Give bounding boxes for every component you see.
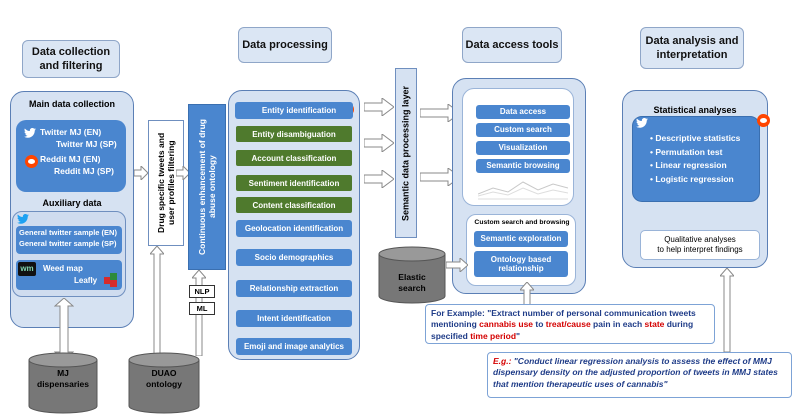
leafly-logo <box>104 273 118 287</box>
duao-ontology-label: DUAO ontology <box>146 368 182 389</box>
example2-lead: E.g.: <box>493 356 514 366</box>
mj-dispensaries-label: MJ dispensaries <box>37 368 89 389</box>
ontology-enhancement-box: Continuous enhancement of drug abuse ont… <box>188 104 226 270</box>
source-twitter-sp: Twitter MJ (SP) <box>56 139 117 149</box>
duao-ontology-db <box>128 352 200 414</box>
stat-items-list: • Descriptive statistics • Permutation t… <box>650 132 740 186</box>
example-query-box: For Example: "Extract number of personal… <box>425 304 715 344</box>
aux-sources-box: General twitter sample (EN) General twit… <box>12 211 126 297</box>
aux-item-sp: General twitter sample (SP) <box>19 238 117 248</box>
example-prefix: For Example: "Extract number of personal… <box>431 308 696 330</box>
twitter-icon <box>24 128 36 138</box>
stat-item-permutation: • Permutation test <box>650 146 723 157</box>
faded-chart-graphic <box>478 181 568 200</box>
example-red-3: state <box>644 319 665 330</box>
access-semantic-browsing[interactable]: Semantic browsing <box>476 159 570 173</box>
weedmap-logo: wm <box>18 262 36 276</box>
processing-title: Data processing <box>238 27 332 63</box>
reddit-icon <box>757 114 771 127</box>
elastic-search-label: Elastic search <box>398 272 426 293</box>
access-semantic-exploration[interactable]: Semantic exploration <box>474 231 568 247</box>
weedmap-label: Weed map <box>43 264 83 273</box>
leafly-label: Leafly <box>74 276 98 285</box>
example-suffix: " <box>516 330 521 341</box>
proc-entity-disambiguation: Entity disambiguation <box>236 126 352 142</box>
stat-analyses-title: Statistical analyses <box>653 105 737 115</box>
proc-relationship-extraction: Relationship extraction <box>236 280 352 297</box>
twitter-icon <box>17 214 29 224</box>
ml-badge: ML <box>189 302 215 315</box>
proc-emoji-image-analytics: Emoji and image analytics <box>236 338 352 355</box>
stat-item-logistic: • Logistic regression <box>650 173 734 184</box>
arrow-example2-analysis <box>720 268 734 352</box>
nlp-badge: NLP <box>189 285 215 298</box>
access-data-access[interactable]: Data access <box>476 105 570 119</box>
arrow-proc-layer-3 <box>364 170 394 188</box>
proc-socio-demographics: Socio demographics <box>236 249 352 266</box>
arrow-collection-filter <box>134 166 148 180</box>
collection-db-arrow <box>54 298 74 360</box>
example-red-4: time period <box>470 330 517 341</box>
elastic-search-db <box>378 246 446 304</box>
access-custom-search[interactable]: Custom search <box>476 123 570 137</box>
source-reddit-sp: Reddit MJ (SP) <box>54 166 114 176</box>
source-twitter-en: Twitter MJ (EN) <box>40 127 102 137</box>
example-mid-3: during specified <box>431 319 694 341</box>
access-visualization[interactable]: Visualization <box>476 141 570 155</box>
weedmap-box: wm Weed map Leafly <box>16 260 122 290</box>
mj-dispensaries-db <box>28 352 98 414</box>
general-sample-box: General twitter sample (EN) General twit… <box>16 226 122 254</box>
reddit-icon <box>25 155 38 168</box>
proc-sentiment-identification: Sentiment identification <box>236 175 352 191</box>
example2-text: "Conduct linear regression analysis to a… <box>493 356 778 389</box>
arrow-proc-layer-1 <box>364 98 394 116</box>
example-mid-1: to <box>533 319 546 330</box>
example-red-2: treat/cause <box>545 319 591 330</box>
access-title: Data access tools <box>462 27 562 63</box>
source-reddit-en: Reddit MJ (EN) <box>40 154 101 164</box>
stat-analyses-box <box>632 116 760 202</box>
main-collection-title: Main data collection <box>28 99 115 109</box>
filtering-box: Drug specific tweets and user profiles f… <box>148 120 184 246</box>
analysis-title: Data analysis and interpretation <box>640 27 744 69</box>
collection-title: Data collection and filtering <box>22 40 120 78</box>
arrow-db-filter <box>150 246 164 356</box>
semantic-layer-box: Semantic data processing layer <box>395 68 417 238</box>
twitter-icon <box>636 118 648 128</box>
proc-entity-identification: Entity identification <box>235 102 353 119</box>
arrow-example-access <box>520 282 534 306</box>
aux-data-title: Auxiliary data <box>42 198 102 208</box>
example-regression-box: E.g.: "Conduct linear regression analysi… <box>487 352 792 398</box>
arrow-proc-layer-2 <box>364 134 394 152</box>
proc-account-classification: Account classification <box>236 150 352 166</box>
access-ontology-relationship[interactable]: Ontology based relationship <box>474 251 568 277</box>
example-mid-2: pain in each <box>590 319 645 330</box>
proc-content-classification: Content classification <box>236 197 352 213</box>
stat-item-linear: • Linear regression <box>650 160 727 171</box>
example-red-1: cannabis use <box>479 319 534 330</box>
arrow-elastic-access <box>446 258 468 272</box>
qualitative-analyses-box: Qualitative analyses to help interpret f… <box>640 230 760 260</box>
proc-intent-identification: Intent identification <box>236 310 352 327</box>
custom-search-title: Custom search and browsing <box>474 219 570 226</box>
aux-item-en: General twitter sample (EN) <box>19 228 117 237</box>
arrow-filter-ontology <box>176 166 190 180</box>
stat-item-descriptive: • Descriptive statistics <box>650 133 741 143</box>
proc-geolocation: Geolocation identification <box>236 220 352 237</box>
main-sources-box: Twitter MJ (EN) Twitter MJ (SP) Reddit M… <box>16 120 126 192</box>
